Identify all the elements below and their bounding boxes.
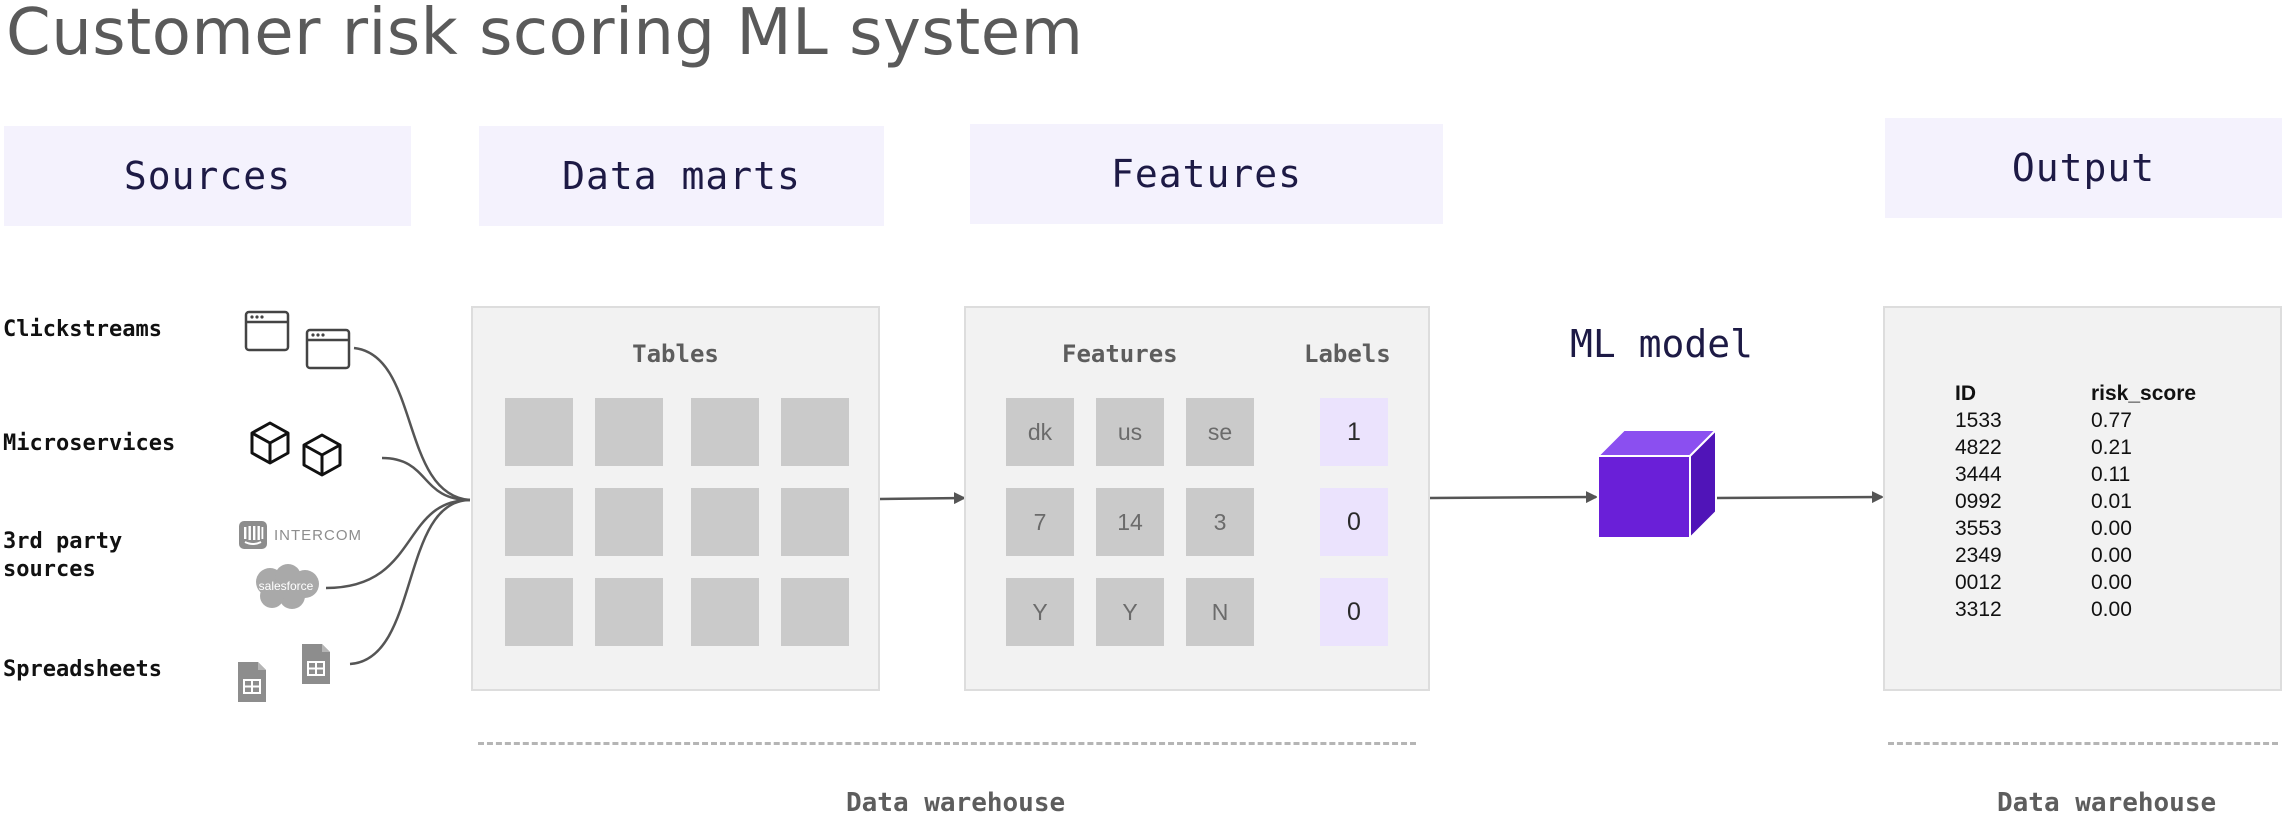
source-label-3rd-party: 3rd party sources xyxy=(3,529,123,582)
table-cell xyxy=(595,488,663,556)
table-cell xyxy=(595,578,663,646)
table-cell xyxy=(595,398,663,466)
output-cell: 0.21 xyxy=(2091,436,2132,459)
cube-outline-icon xyxy=(302,433,342,477)
output-cell: 0.77 xyxy=(2091,409,2132,432)
connector-spreadsheets xyxy=(349,498,471,666)
label-cell: 1 xyxy=(1320,398,1388,466)
header-output: Output xyxy=(1885,118,2282,218)
output-cell: 0.11 xyxy=(2091,463,2131,486)
header-sources-label: Sources xyxy=(123,154,292,198)
output-cell: 3312 xyxy=(1955,598,2002,621)
output-header-risk-score: risk_score xyxy=(2091,382,2197,405)
output-cell: 0.00 xyxy=(2091,517,2132,540)
label-cell: 0 xyxy=(1320,488,1388,556)
browser-window-icon xyxy=(305,328,351,370)
page-title: Customer risk scoring ML system xyxy=(6,0,1084,70)
table-cell xyxy=(691,398,759,466)
intercom-icon xyxy=(239,521,267,549)
feature-cell: dk xyxy=(1006,398,1074,466)
output-cell: 0012 xyxy=(1955,571,2002,594)
output-panel: ID 1533 4822 3444 0992 3553 2349 0012 33… xyxy=(1883,306,2282,691)
features-panel-title: Features xyxy=(1062,340,1178,368)
source-label-microservices: Microservices xyxy=(3,431,176,456)
salesforce-logo: salesforce xyxy=(248,562,324,612)
ml-model-label: ML model xyxy=(1570,322,1754,366)
output-id-column: ID 1533 4822 3444 0992 3553 2349 0012 33… xyxy=(1955,380,2002,623)
table-cell xyxy=(781,398,849,466)
output-cell: 3444 xyxy=(1955,463,2002,486)
connector-microservices xyxy=(381,456,471,502)
source-label-spreadsheets: Spreadsheets xyxy=(3,657,162,682)
connector-clickstreams xyxy=(353,346,471,502)
table-cell xyxy=(505,398,573,466)
source-label-clickstreams: Clickstreams xyxy=(3,317,162,342)
output-cell: 0.01 xyxy=(2091,490,2132,513)
header-features-label: Features xyxy=(1110,152,1303,196)
spreadsheet-icon xyxy=(238,662,266,702)
labels-panel-title: Labels xyxy=(1304,340,1391,368)
output-header-id: ID xyxy=(1955,382,1976,405)
header-features: Features xyxy=(970,124,1443,224)
table-cell xyxy=(691,578,759,646)
output-cell: 0.00 xyxy=(2091,571,2132,594)
table-cell xyxy=(781,488,849,556)
tables-panel-title: Tables xyxy=(632,340,719,368)
table-cell xyxy=(781,578,849,646)
table-cell xyxy=(505,488,573,556)
intercom-wordmark: INTERCOM xyxy=(274,526,362,544)
connector-3rd-party xyxy=(325,498,471,590)
header-sources: Sources xyxy=(4,126,411,226)
arrow-features-to-model xyxy=(1429,491,1598,504)
salesforce-cloud-icon xyxy=(256,564,319,609)
warehouse-divider-right xyxy=(1888,742,2278,745)
output-cell: 4822 xyxy=(1955,436,2002,459)
feature-cell: Y xyxy=(1096,578,1164,646)
feature-cell: N xyxy=(1186,578,1254,646)
source-connectors xyxy=(325,346,471,666)
tables-panel: Tables xyxy=(471,306,880,691)
warehouse-label-left: Data warehouse xyxy=(846,788,1066,818)
table-cell xyxy=(691,488,759,556)
output-score-column: risk_score 0.77 0.21 0.11 0.01 0.00 0.00… xyxy=(2091,380,2196,623)
table-cell xyxy=(505,578,573,646)
output-cell: 2349 xyxy=(1955,544,2002,567)
output-cell: 1533 xyxy=(1955,409,2002,432)
feature-cell: se xyxy=(1186,398,1254,466)
features-panel: Features Labels dk us se 1 7 14 3 0 Y Y … xyxy=(964,306,1430,691)
feature-cell: 7 xyxy=(1006,488,1074,556)
header-data-marts-label: Data marts xyxy=(562,154,801,198)
salesforce-wordmark: salesforce xyxy=(258,579,314,593)
intercom-logo: INTERCOM xyxy=(238,520,362,550)
arrow-model-to-output xyxy=(1715,491,1884,504)
warehouse-label-right: Data warehouse xyxy=(1997,788,2217,818)
arrow-marts-to-features xyxy=(879,492,966,505)
feature-cell: 14 xyxy=(1096,488,1164,556)
cube-outline-icon xyxy=(250,421,290,465)
feature-cell: us xyxy=(1096,398,1164,466)
feature-cell: 3 xyxy=(1186,488,1254,556)
feature-cell: Y xyxy=(1006,578,1074,646)
label-cell: 0 xyxy=(1320,578,1388,646)
output-cell: 3553 xyxy=(1955,517,2002,540)
output-cell: 0992 xyxy=(1955,490,2002,513)
warehouse-divider-left xyxy=(478,742,1416,745)
spreadsheet-icon xyxy=(302,644,330,684)
ml-model-cube-icon xyxy=(1596,428,1718,540)
output-cell: 0.00 xyxy=(2091,598,2132,621)
browser-window-icon xyxy=(244,310,290,352)
output-cell: 0.00 xyxy=(2091,544,2132,567)
header-output-label: Output xyxy=(2011,146,2156,190)
header-data-marts: Data marts xyxy=(479,126,884,226)
